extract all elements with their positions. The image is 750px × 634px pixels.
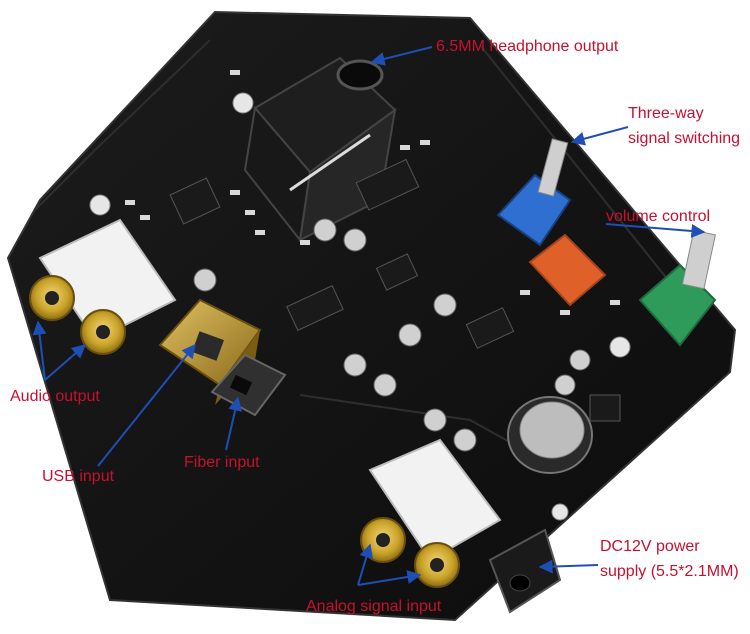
label-usb-input: USB input [42,468,115,485]
label-switch-line1: Three-way [628,105,704,122]
arrow-power [538,559,599,574]
dc-power-jack [488,528,562,614]
arrow-fiber [225,396,242,451]
label-volume-control: volume control [606,208,711,225]
arrow-analog-2 [357,570,422,586]
ic-chip [465,307,515,349]
rca-analog-input [360,438,502,588]
arrow-volume [605,223,706,238]
regulator [589,394,621,422]
arrow-usb [97,343,196,467]
mounting-hole [609,336,631,358]
annotation-arrows [32,46,706,586]
smd-components [125,70,620,315]
volume-potentiometer [638,229,717,347]
ic-chip [169,177,221,225]
headphone-jack [243,56,397,243]
ic-chip [286,284,344,332]
pcb-trace [479,44,701,321]
large-capacitor [507,396,593,474]
label-switch-line2: signal switching [628,130,741,147]
arrow-headphone [370,46,433,66]
rca-audio-output [29,218,177,355]
ic-chip [375,253,419,291]
mounting-hole [89,194,111,216]
label-fiber-input: Fiber input [184,454,260,471]
ic-chip [355,158,420,211]
arrow-analog-1 [357,543,374,586]
label-power-line1: DC12V power [600,538,700,555]
label-headphone-output: 6.5MM headphone output [436,38,619,55]
pcb-trace [34,39,211,211]
arrow-switch [570,126,629,146]
capacitor [193,218,591,452]
signal-selector-switch [496,138,607,307]
mounting-hole [551,503,569,521]
label-power-line2: supply (5.5*2.1MM) [600,563,739,580]
label-audio-output: Audio output [10,388,100,405]
arrow-audio-out-1 [32,320,47,381]
mounting-hole [232,92,254,114]
label-analog-input: Analog signal input [306,598,442,615]
arrow-audio-out-2 [44,344,87,381]
